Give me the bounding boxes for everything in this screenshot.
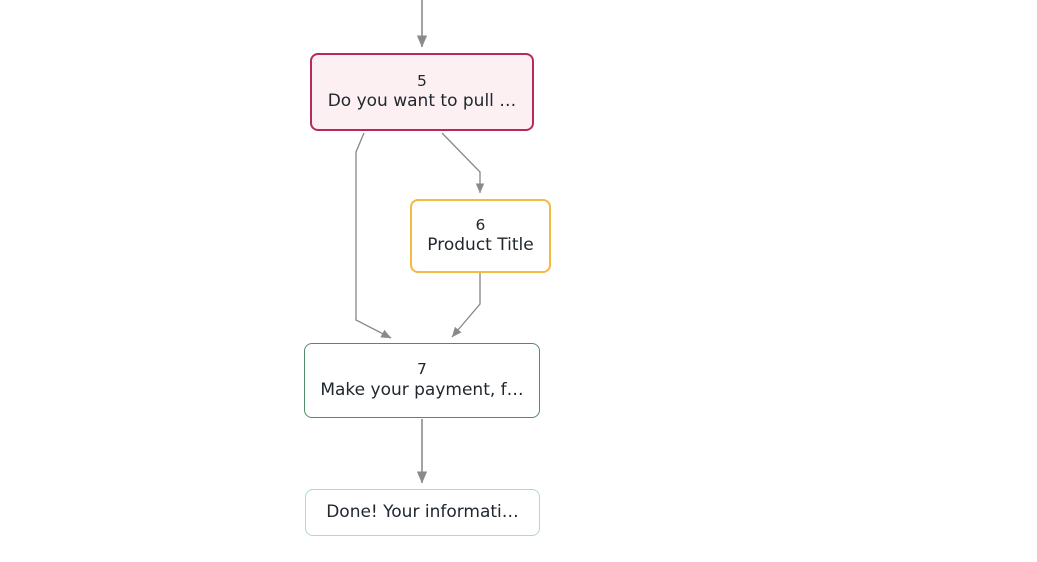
- flow-node-done-label: Done! Your informati…: [326, 501, 519, 522]
- flow-node-7[interactable]: 7 Make your payment, f…: [304, 343, 540, 418]
- edge-node-5-to-node-6: [441, 132, 485, 194]
- flow-node-done[interactable]: Done! Your informati…: [305, 489, 540, 536]
- flow-node-5-label: Do you want to pull …: [327, 91, 517, 112]
- flow-node-5-id: 5: [417, 71, 427, 90]
- flow-node-7-id: 7: [417, 360, 427, 379]
- edge-node-6-to-node-7: [451, 273, 481, 338]
- flow-node-7-label: Make your payment, f…: [320, 379, 524, 400]
- flow-node-6[interactable]: 6 Product Title: [410, 199, 551, 273]
- flow-node-5[interactable]: 5 Do you want to pull …: [310, 53, 534, 131]
- edge-node-5-to-node-7: [355, 132, 392, 339]
- flow-node-6-id: 6: [475, 215, 486, 234]
- flow-node-6-label: Product Title: [427, 235, 534, 256]
